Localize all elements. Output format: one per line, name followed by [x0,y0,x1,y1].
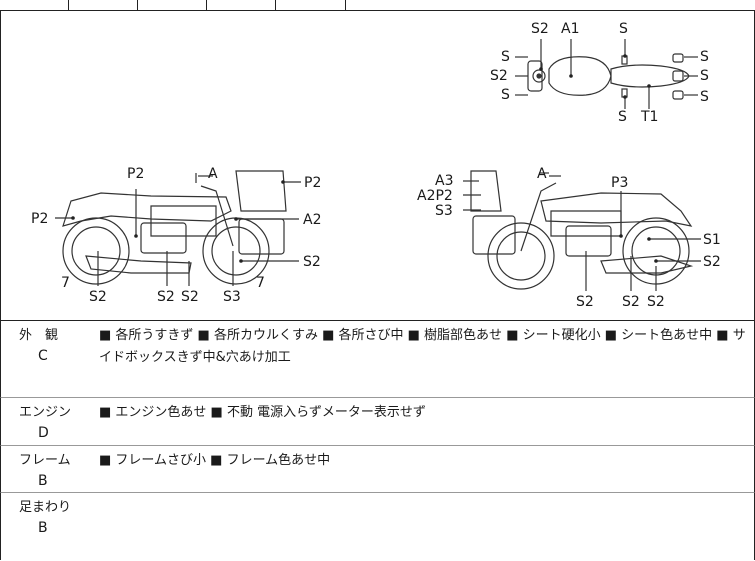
inspection-row-frame: フレーム B ■ フレームさび小 ■ フレーム色あせ中 [0,446,755,493]
label-p3: P3 [611,175,628,191]
label-s-left-3: S [501,87,510,103]
category-grade: B [38,473,48,489]
label-a2p2: A2P2 [417,188,453,204]
label-s-right-2: S [700,68,709,84]
label-s3-left: S3 [223,289,241,305]
label-s2-right-b2: S2 [622,294,640,310]
label-a3: A3 [435,173,453,189]
inspection-row-exterior: 外 観 C ■ 各所うすきず ■ 各所カウルくすみ ■ 各所さび中 ■ 樹脂部色… [0,321,755,398]
inspection-row-suspension: 足まわり B [0,493,755,560]
label-p2-top: P2 [127,166,144,182]
label-s-bottom: S [618,109,627,125]
label-s3-right: S3 [435,203,453,219]
label-a1: A1 [561,21,579,37]
label-7-right: 7 [256,275,265,291]
label-s2-left: S2 [490,68,508,84]
label-s2-right-right: S2 [703,254,721,270]
category-grade: B [38,520,48,536]
category-name: エンジン [19,405,72,420]
label-s-right-1: S [700,49,709,65]
label-s-left-1: S [501,49,510,65]
condition-notes: ■ エンジン色あせ ■ 不動 電源入らずメーター表示せず [99,405,426,420]
label-s-right-3: S [700,89,709,105]
label-s2-left-b3: S2 [181,289,199,305]
category-grade: D [38,425,49,441]
category-name: フレーム [19,453,71,468]
category-name: 足まわり [19,500,72,515]
condition-notes: ■ 各所うすきず ■ 各所カウルくすみ ■ 各所さび中 ■ 樹脂部色あせ ■ シ… [99,328,746,365]
label-s-top: S [619,21,628,37]
label-s2-top: S2 [531,21,549,37]
label-p2-left: P2 [31,211,48,227]
category-name: 外 観 [19,328,59,343]
label-s2-left-b2: S2 [157,289,175,305]
label-a-left: A [208,166,218,182]
label-s2-left-b1: S2 [89,289,107,305]
header-table-strip [0,0,755,11]
inspection-row-engine: エンジン D ■ エンジン色あせ ■ 不動 電源入らずメーター表示せず [0,398,755,446]
left-side-view-motorcycle [62,170,287,285]
label-t1: T1 [640,109,658,125]
damage-diagram-panel: S2 A1 S S S2 S S S S S T1 P2 A P2 P2 A2 … [0,11,755,321]
label-s2-right-b1: S2 [576,294,594,310]
condition-notes: ■ フレームさび小 ■ フレーム色あせ中 [99,453,331,468]
label-s1: S1 [703,232,721,248]
label-s2-right-b3: S2 [647,294,665,310]
label-7-left: 7 [61,275,70,291]
category-grade: C [38,348,48,364]
label-a-right: A [537,166,547,182]
label-s2-left-right: S2 [303,254,321,270]
label-p2-right: P2 [304,175,321,191]
motorcycle-diagram: S2 A1 S S S2 S S S S S T1 P2 A P2 P2 A2 … [31,21,721,310]
right-side-view-motorcycle [470,170,694,290]
label-a2-left: A2 [303,212,321,228]
